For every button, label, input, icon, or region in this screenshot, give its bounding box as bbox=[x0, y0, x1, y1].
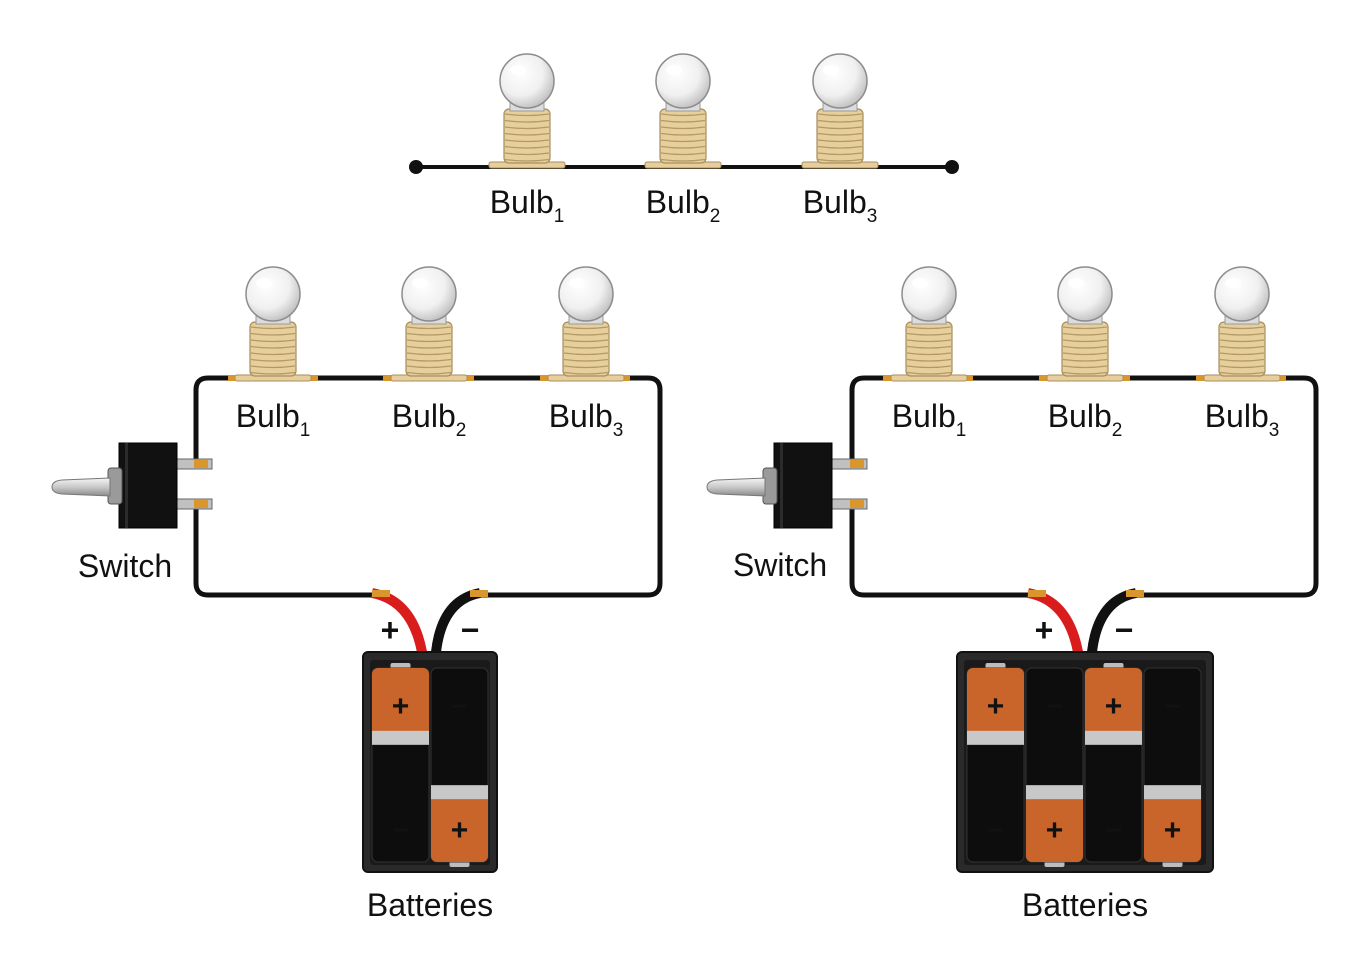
top-bulb-strip: Bulb1 Bulb2 Bulb3 bbox=[409, 53, 959, 227]
top-light-bulb-icon-2 bbox=[644, 53, 722, 169]
right-light-bulb-icon-1 bbox=[890, 266, 968, 382]
right-light-bulb-icon-3 bbox=[1203, 266, 1281, 382]
right-circuit-wire bbox=[849, 375, 1319, 598]
right-bulb-1-label: Bulb1 bbox=[892, 398, 967, 441]
left-bulb-3-label: Bulb3 bbox=[549, 398, 624, 441]
right-battery-icon-3: +− bbox=[1084, 663, 1143, 863]
right-battery-icon-2-bottom-sign: + bbox=[1046, 814, 1064, 847]
right-batteries-label: Batteries bbox=[1022, 887, 1148, 923]
right-circuit: Bulb1 Bulb2 Bulb3 Switch + − bbox=[706, 266, 1319, 923]
left-bulb-1-label: Bulb1 bbox=[236, 398, 311, 441]
left-bulb-2-label: Bulb2 bbox=[392, 398, 467, 441]
right-battery-holder-icon: +−−++−−+ bbox=[956, 651, 1214, 873]
left-battery-icon-2-bottom-sign: + bbox=[451, 814, 469, 847]
left-battery-icon-1: +− bbox=[371, 663, 430, 863]
right-minus-sign: − bbox=[1115, 612, 1134, 648]
right-battery-icon-1-top-sign: + bbox=[987, 690, 1005, 723]
right-battery-icon-1-bottom-sign: − bbox=[987, 814, 1005, 847]
right-bulb-3-label: Bulb3 bbox=[1205, 398, 1280, 441]
left-battery-icon-1-top-sign: + bbox=[392, 690, 410, 723]
left-switch-label: Switch bbox=[78, 548, 172, 584]
left-light-bulb-icon-1 bbox=[234, 266, 312, 382]
left-toggle-switch-icon bbox=[51, 442, 213, 529]
right-switch-label: Switch bbox=[733, 547, 827, 583]
left-battery-icon-2: −+ bbox=[430, 667, 489, 867]
left-battery-leads bbox=[370, 588, 488, 654]
top-bulb-1-label: Bulb1 bbox=[490, 184, 565, 227]
top-light-bulb-icon-3 bbox=[801, 53, 879, 169]
right-battery-icon-1: +− bbox=[966, 663, 1025, 863]
right-battery-cells: +−−++−−+ bbox=[966, 663, 1202, 867]
top-light-bulb-icon-1 bbox=[488, 53, 566, 169]
right-battery-icon-4: −+ bbox=[1143, 667, 1202, 867]
right-plus-sign: + bbox=[1035, 612, 1054, 648]
right-battery-icon-4-top-sign: − bbox=[1164, 690, 1182, 723]
right-battery-icon-2: −+ bbox=[1025, 667, 1084, 867]
left-bulbs bbox=[234, 266, 625, 382]
left-battery-holder-icon: +−−+ bbox=[362, 651, 498, 873]
top-wire-end-right bbox=[945, 160, 959, 174]
right-battery-icon-3-top-sign: + bbox=[1105, 690, 1123, 723]
right-battery-leads bbox=[1026, 588, 1144, 654]
left-battery-cells: +−−+ bbox=[371, 663, 489, 867]
right-light-bulb-icon-2 bbox=[1046, 266, 1124, 382]
right-bulbs bbox=[890, 266, 1281, 382]
top-bulbs bbox=[488, 53, 879, 169]
left-circuit-wire bbox=[193, 375, 663, 598]
right-bulb-2-label: Bulb2 bbox=[1048, 398, 1123, 441]
top-bulb-3-label: Bulb3 bbox=[803, 184, 878, 227]
top-wire-end-left bbox=[409, 160, 423, 174]
left-light-bulb-icon-3 bbox=[547, 266, 625, 382]
right-battery-icon-2-top-sign: − bbox=[1046, 690, 1064, 723]
left-battery-icon-2-top-sign: − bbox=[451, 690, 469, 723]
right-battery-icon-4-bottom-sign: + bbox=[1164, 814, 1182, 847]
left-circuit: Bulb1 Bulb2 Bulb3 Switch + − bbox=[51, 266, 663, 923]
left-battery-icon-1-bottom-sign: − bbox=[392, 814, 410, 847]
top-bulb-labels: Bulb1 Bulb2 Bulb3 bbox=[490, 184, 878, 227]
right-battery-icon-3-bottom-sign: − bbox=[1105, 814, 1123, 847]
right-bulb-labels: Bulb1 Bulb2 Bulb3 bbox=[892, 398, 1280, 441]
left-plus-sign: + bbox=[381, 612, 400, 648]
left-batteries-label: Batteries bbox=[367, 887, 493, 923]
right-toggle-switch-icon bbox=[706, 442, 868, 529]
top-bulb-2-label: Bulb2 bbox=[646, 184, 721, 227]
left-light-bulb-icon-2 bbox=[390, 266, 468, 382]
left-bulb-labels: Bulb1 Bulb2 Bulb3 bbox=[236, 398, 624, 441]
left-minus-sign: − bbox=[461, 612, 480, 648]
